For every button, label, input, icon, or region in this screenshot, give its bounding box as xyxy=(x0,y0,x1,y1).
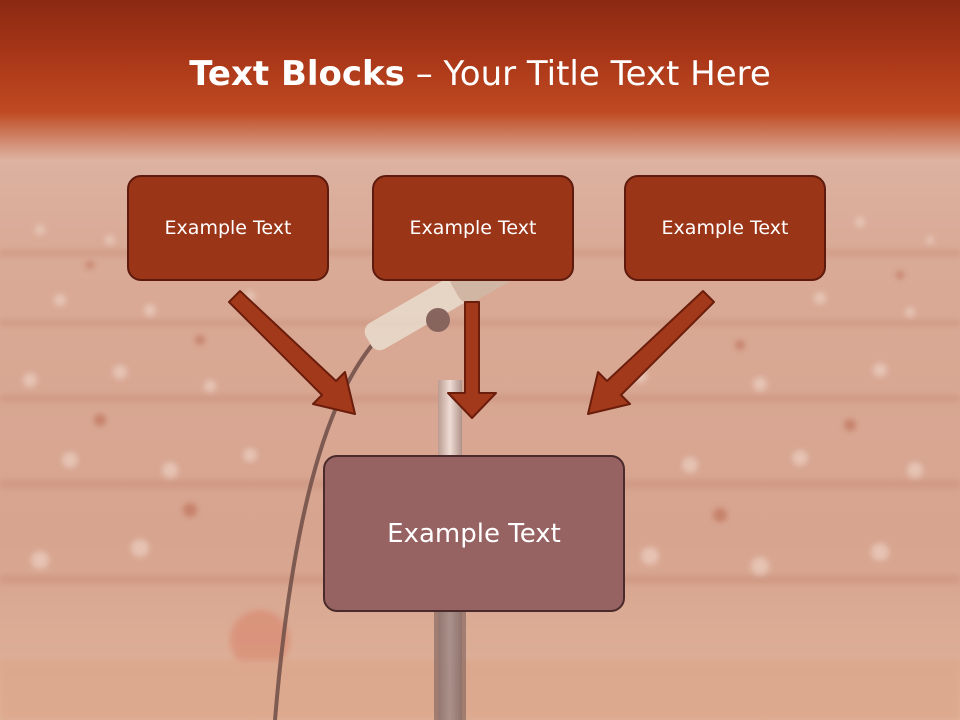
arrow-down-left-icon xyxy=(587,290,715,415)
title-regular-text: Your Title Text Here xyxy=(443,54,771,94)
title-bold-text: Text Blocks xyxy=(189,54,405,94)
title-separator: – xyxy=(404,54,444,94)
text-block-bottom[interactable]: Example Text xyxy=(323,455,625,612)
text-block-top-left[interactable]: Example Text xyxy=(127,175,329,281)
arrow-down-icon xyxy=(447,301,497,419)
text-block-top-right[interactable]: Example Text xyxy=(624,175,826,281)
title-bar xyxy=(0,0,960,160)
text-block-top-right-label: Example Text xyxy=(661,217,789,239)
text-block-top-center[interactable]: Example Text xyxy=(372,175,574,281)
slide-title: Text Blocks – Your Title Text Here xyxy=(0,54,960,94)
text-block-top-center-label: Example Text xyxy=(409,217,537,239)
text-block-bottom-label: Example Text xyxy=(387,518,561,549)
text-block-top-left-label: Example Text xyxy=(164,217,292,239)
arrow-down-right-icon xyxy=(228,290,356,415)
